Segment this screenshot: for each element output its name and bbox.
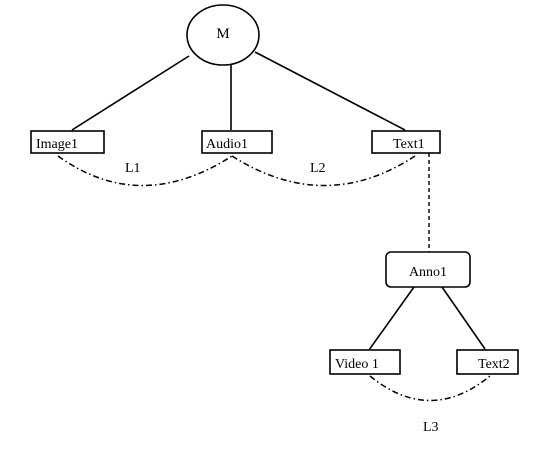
node-image1-label: Image1 — [36, 137, 78, 152]
node-text2: Text2 — [456, 349, 519, 375]
link-label-l2: L2 — [310, 161, 326, 176]
node-image1-box — [30, 130, 105, 154]
edge-m-text1 — [254, 51, 406, 131]
node-anno1-label: Anno1 — [409, 265, 447, 280]
link-label-l3: L3 — [423, 420, 439, 435]
node-text1: Text1 — [371, 130, 441, 154]
link-curve-l3 — [369, 375, 491, 402]
node-m: M — [186, 4, 260, 66]
link-curve-l1 — [57, 155, 233, 187]
node-image1: Image1 — [30, 130, 105, 154]
node-text2-box — [456, 349, 519, 375]
node-text1-label: Text1 — [393, 137, 425, 152]
node-anno1: Anno1 — [385, 251, 471, 288]
node-text2-label: Text2 — [478, 357, 510, 372]
node-video1: Video 1 — [329, 349, 401, 375]
link-label-l1: L1 — [125, 161, 141, 176]
node-text1-box — [371, 130, 441, 154]
edge-m-image1 — [71, 55, 190, 131]
edge-anno1-video1 — [368, 286, 415, 351]
node-audio1-box — [201, 130, 273, 154]
node-m-label: M — [216, 26, 229, 42]
node-m-shape — [186, 4, 260, 66]
node-audio1-label: Audio1 — [206, 137, 248, 152]
edge-anno1-text2 — [441, 286, 486, 350]
link-curve-l2 — [231, 155, 416, 187]
node-anno1-box — [385, 251, 471, 288]
node-video1-label: Video 1 — [335, 357, 379, 372]
node-video1-box — [329, 349, 401, 375]
node-audio1: Audio1 — [201, 130, 273, 154]
